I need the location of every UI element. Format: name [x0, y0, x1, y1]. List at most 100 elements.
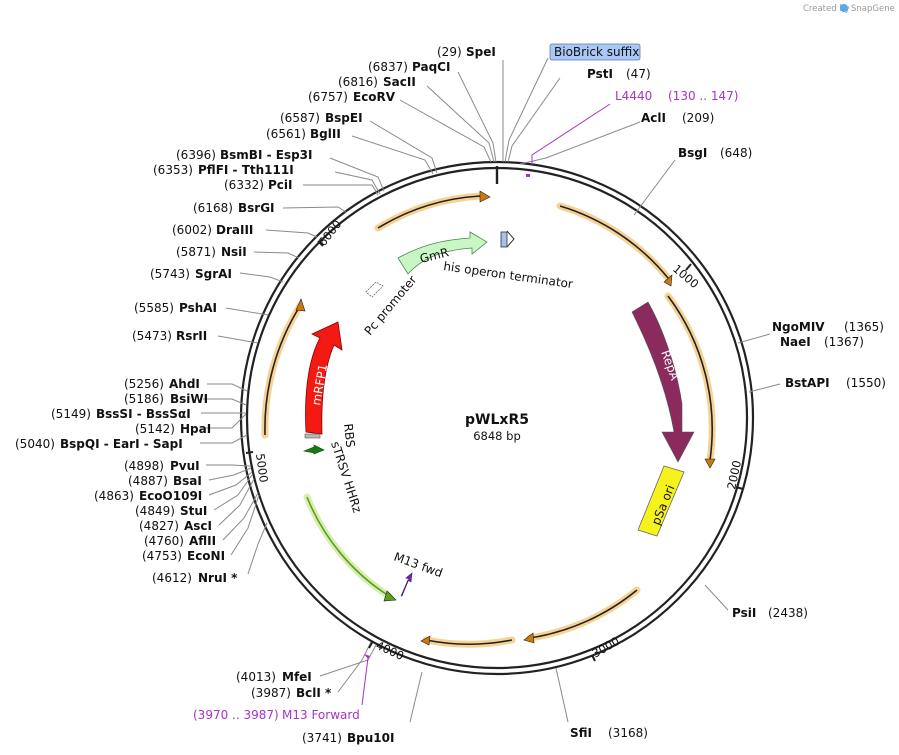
orf-arc-1 [377, 195, 481, 229]
strsv-hhrz-arrow [302, 444, 325, 455]
enzyme-name[interactable]: BsrGI [238, 201, 275, 215]
enzyme-name[interactable]: SpeI [466, 45, 496, 59]
enzyme-name[interactable]: Bpu10I [347, 731, 394, 745]
scale-ticks [245, 240, 744, 662]
enzyme-name[interactable]: SacII [383, 75, 416, 89]
enzyme-pos: (6561) [266, 127, 306, 141]
enzyme-pos: (5186) [124, 392, 164, 406]
leader-stui [213, 474, 253, 511]
m13-forward-binding-mark [364, 654, 370, 659]
enzyme-pos: (6816) [338, 75, 378, 89]
leader-rsrii [217, 335, 259, 344]
enzyme-name[interactable]: DraIII [216, 223, 253, 237]
leader-draiii [265, 229, 318, 238]
primer-leaders [361, 103, 611, 706]
enzyme-name[interactable]: NaeI [780, 335, 811, 349]
enzyme-name[interactable]: NgoMIV [772, 320, 825, 334]
enzyme-name[interactable]: AhdI [169, 377, 200, 391]
orf-arc-6 [264, 305, 301, 436]
leader-biobrick [504, 57, 549, 163]
enzyme-pos: (29) [437, 45, 462, 59]
enzyme-pos: (1365) [844, 320, 884, 334]
biobrick-suffix-tag[interactable]: BioBrick suffix [549, 43, 641, 61]
leader-paqci [457, 71, 497, 163]
leader-ecorv [399, 99, 492, 163]
leader-pcii [303, 184, 379, 196]
orf-arrowhead-2 [663, 274, 673, 287]
enzyme-name[interactable]: AclI [641, 111, 666, 125]
enzyme-pos: (4013) [236, 670, 276, 684]
leader-bsiwi [203, 398, 247, 406]
enzyme-name[interactable]: PshAI [179, 301, 217, 315]
enzyme-pos: (5743) [150, 267, 190, 281]
leader-sgrai [239, 272, 284, 283]
leader-acli [519, 121, 641, 165]
enzyme-pos: (4612) [152, 571, 192, 585]
enzyme-pos: (4827) [139, 519, 179, 533]
leader-psii [704, 584, 729, 611]
enzyme-pos: (5473) [132, 329, 172, 343]
enzyme-name[interactable]: HpaI [180, 422, 211, 436]
primer-l4440-name[interactable]: L4440 [615, 89, 652, 103]
enzyme-name[interactable]: NsiI [221, 245, 247, 259]
enzyme-name[interactable]: BstAPI [785, 376, 830, 390]
enzyme-name[interactable]: AscI [184, 519, 212, 533]
enzyme-name[interactable]: BsiWI [170, 392, 208, 406]
enzyme-name[interactable]: BsgI [678, 146, 707, 160]
enzyme-name[interactable]: PsiI [732, 606, 756, 620]
his-terminator-label: his operon terminator [443, 259, 574, 291]
enzyme-name[interactable]: PstI [587, 67, 613, 81]
biobrick-suffix-label: BioBrick suffix [554, 45, 639, 59]
rbs-label: RBS [341, 423, 357, 448]
tick-mark-4000 [368, 640, 374, 649]
leader-m13-forward [361, 657, 369, 706]
tick-mark-6000 [317, 240, 324, 247]
enzyme-name[interactable]: RsrII [176, 329, 207, 343]
enzyme-pos: (2438) [768, 606, 808, 620]
enzyme-pos: (5149) [51, 407, 91, 421]
orf-arrowhead-1 [479, 190, 491, 203]
enzyme-name[interactable]: BclI * [296, 686, 332, 700]
enzyme-name[interactable]: SgrAI [195, 267, 232, 281]
enzyme-name[interactable]: EcoNI [187, 549, 225, 563]
enzyme-name[interactable]: BspEI [325, 111, 363, 125]
enzyme-pos: (4898) [124, 459, 164, 473]
enzyme-pos: (4887) [128, 474, 168, 488]
enzyme-pos: (3741) [302, 731, 342, 745]
orf-arc-glow-4 [526, 586, 641, 642]
leader-nsii [253, 251, 300, 259]
enzyme-name[interactable]: BglII [310, 127, 341, 141]
enzyme-name[interactable]: BsmBI - Esp3I [220, 148, 312, 162]
enzyme-leader-lines [200, 57, 781, 723]
enzyme-pos: (5256) [124, 377, 164, 391]
enzyme-name[interactable]: MfeI [282, 670, 312, 684]
enzyme-name[interactable]: PaqCI [412, 60, 450, 74]
enzyme-pos: (648) [720, 146, 752, 160]
enzyme-name[interactable]: EcoRV [353, 90, 396, 104]
enzyme-name[interactable]: BssSI - BssSαI [96, 407, 191, 421]
orf-arc-2 [559, 205, 669, 279]
tick-label-2000: 2000 [724, 459, 744, 491]
l4440-binding-mark [526, 174, 530, 177]
enzyme-name[interactable]: BsaI [173, 474, 202, 488]
his-terminator-box [500, 231, 508, 248]
enzyme-name[interactable]: AflII [189, 534, 216, 548]
leader-sfii [555, 667, 569, 723]
enzyme-name[interactable]: PvuI [170, 459, 200, 473]
leader-sacii [426, 85, 495, 163]
enzyme-name[interactable]: NruI * [198, 571, 238, 585]
enzyme-name[interactable]: PciI [268, 178, 293, 192]
leader-bstapi [748, 383, 781, 393]
enzyme-name[interactable]: StuI [180, 504, 207, 518]
strsv-hhrz-label: sTRSV HHRz [328, 440, 364, 515]
primer-m13-forward-name[interactable]: M13 Forward [282, 708, 360, 722]
enzyme-pos: (5142) [135, 422, 175, 436]
enzyme-name[interactable]: BspQI - EarI - SapI [60, 437, 183, 451]
enzyme-name[interactable]: EcoO109I [139, 489, 202, 503]
enzyme-pos: (5585) [134, 301, 174, 315]
orf-arc-3 [667, 295, 713, 461]
enzyme-pos: (3987) [251, 686, 291, 700]
primer-labels: L4440 (130 .. 147) (3970 .. 3987) M13 Fo… [193, 89, 738, 722]
enzyme-name[interactable]: PflFI - Tth111I [198, 163, 294, 177]
enzyme-name[interactable]: SfiI [570, 726, 592, 740]
